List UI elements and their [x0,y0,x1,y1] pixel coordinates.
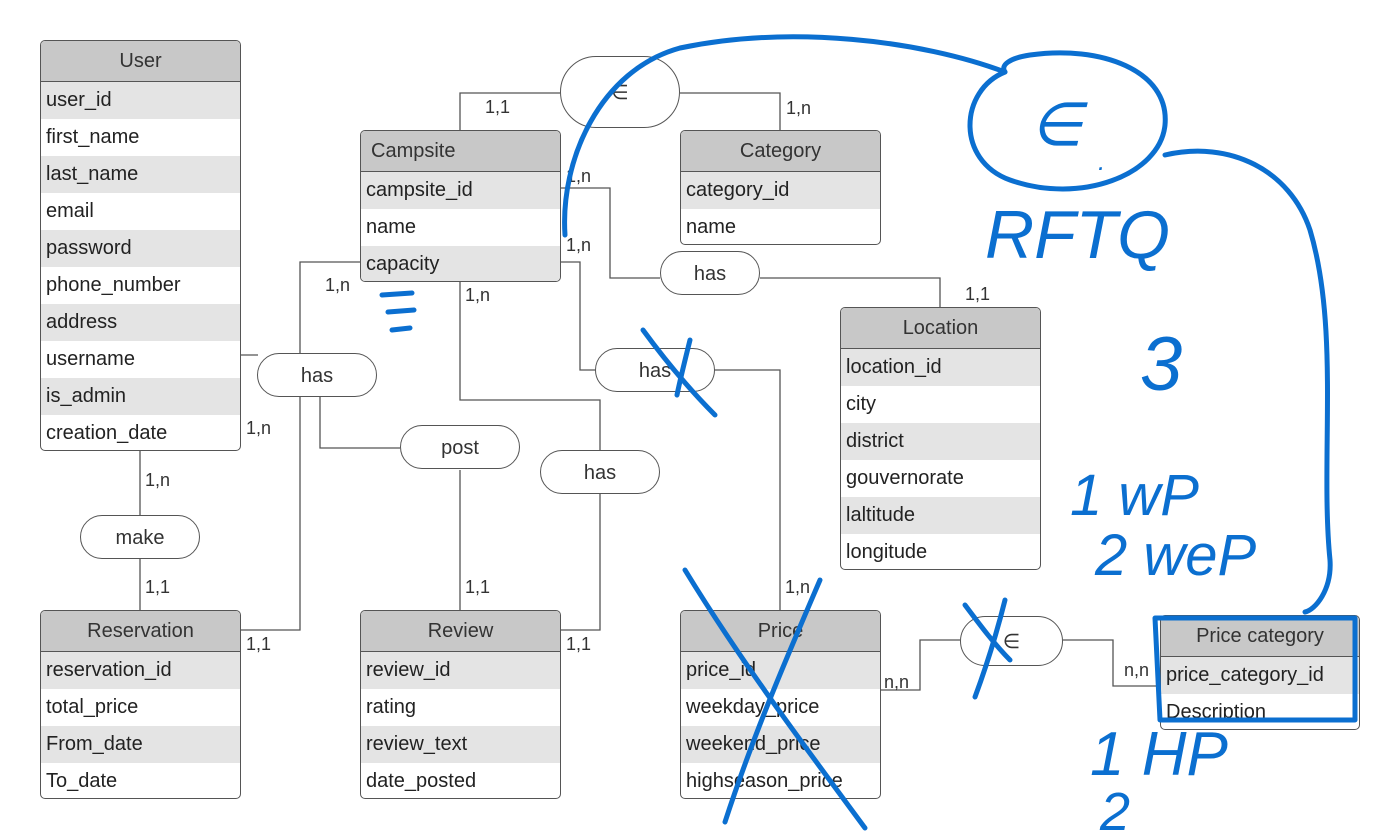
attribute-row: campsite_id [361,172,560,209]
relationship-has-price: has [595,348,715,392]
relationship-has-user: has [257,353,377,397]
line-has-post [319,397,400,449]
entity-title: Category [681,131,880,172]
attribute-row: address [41,304,240,341]
attribute-row: name [366,216,417,238]
cardinality-label: 1,1 [965,284,991,304]
cardinality-label: 1,n [246,418,272,438]
attribute-row: laltitude [841,497,1040,534]
cardinality-label: 1,1 [485,97,511,117]
line-campsite-has-price [560,261,596,371]
line-belongs-pricecat [1063,639,1160,687]
cardinality-label: 1,1 [145,577,171,597]
attribute-row: password [41,230,240,267]
entity-price: Price price_id weekday_price weekend_pri… [680,610,881,799]
cardinality-label: n,n [1124,660,1150,680]
entity-title: Price [681,611,880,652]
relationship-has-review: has [540,450,660,494]
cardinality-label: n,n [884,672,910,692]
line-belongs-category [680,92,781,130]
entity-title: User [41,41,240,82]
entity-campsite: Campsite campsite_id name capacity [360,130,561,282]
line-has-review [560,494,601,631]
attribute-row: total_price [46,696,139,718]
cardinality-label: 1,1 [246,634,272,654]
line-campsite-belongs [459,92,560,130]
attribute-row: location_id [841,349,1040,386]
line-has-location [760,277,941,307]
attribute-row: highseason_price [686,770,843,792]
attribute-row: user_id [41,82,240,119]
attribute-row: weekend_price [681,726,880,763]
cardinality-label: 1,n [786,98,812,118]
cardinality-label: 1,n [785,577,811,597]
attribute-row: city [846,393,876,415]
attribute-row: review_id [361,652,560,689]
attribute-row: rating [366,696,417,718]
attribute-row: is_admin [41,378,240,415]
entity-title: Review [361,611,560,652]
attribute-row: Description [1166,701,1267,723]
entity-title: Reservation [41,611,240,652]
attribute-row: name [686,216,737,238]
entity-price-category: Price category price_category_id Descrip… [1160,615,1360,730]
relationship-post: post [400,425,520,469]
attribute-row: phone_number [46,274,181,296]
line-campsite-has-review [459,282,601,450]
cardinality-label: 1,1 [465,577,491,597]
cardinality-label: 1,1 [566,634,592,654]
relationship-has-location: has [660,251,760,295]
attribute-row: last_name [41,156,240,193]
attribute-row: capacity [361,246,560,281]
cardinality-label: 1,n [145,470,171,490]
attribute-row: To_date [46,770,118,792]
line-price-belongs [880,639,960,691]
line-campsite-has-location [560,187,660,279]
line-has-price [714,369,781,610]
attribute-row: From_date [41,726,240,763]
attribute-row: gouvernorate [846,467,964,489]
relationship-make: make [80,515,200,559]
cardinality-label: 1,n [566,166,592,186]
attribute-row: date_posted [366,770,477,792]
entity-location: Location location_id city district gouve… [840,307,1041,570]
cardinality-label: 1,n [465,285,491,305]
relationship-belongs-category: ∈ [560,56,680,128]
attribute-row: weekday_price [686,696,820,718]
entity-title: Location [841,308,1040,349]
cardinality-label: 1,n [566,235,592,255]
attribute-row: email [46,200,94,222]
attribute-row: district [841,423,1040,460]
entity-title: Campsite [361,131,560,172]
attribute-row: review_text [361,726,560,763]
entity-title: Price category [1161,616,1359,657]
attribute-row: first_name [46,126,140,148]
attribute-row: reservation_id [41,652,240,689]
relationship-belongs-price-category: ∈ [960,616,1063,666]
entity-reservation: Reservation reservation_id total_price F… [40,610,241,799]
attribute-row: username [46,348,135,370]
cardinality-label: 1,n [325,275,351,295]
entity-user: User user_id first_name last_name email … [40,40,241,451]
entity-category: Category category_id name [680,130,881,245]
entity-review: Review review_id rating review_text date… [360,610,561,799]
attribute-row: price_id [681,652,880,689]
attribute-row: longitude [846,541,928,563]
line-campsite-has-user [240,261,360,631]
attribute-row: category_id [681,172,880,209]
attribute-row: creation_date [46,422,168,444]
attribute-row: price_category_id [1161,657,1359,694]
